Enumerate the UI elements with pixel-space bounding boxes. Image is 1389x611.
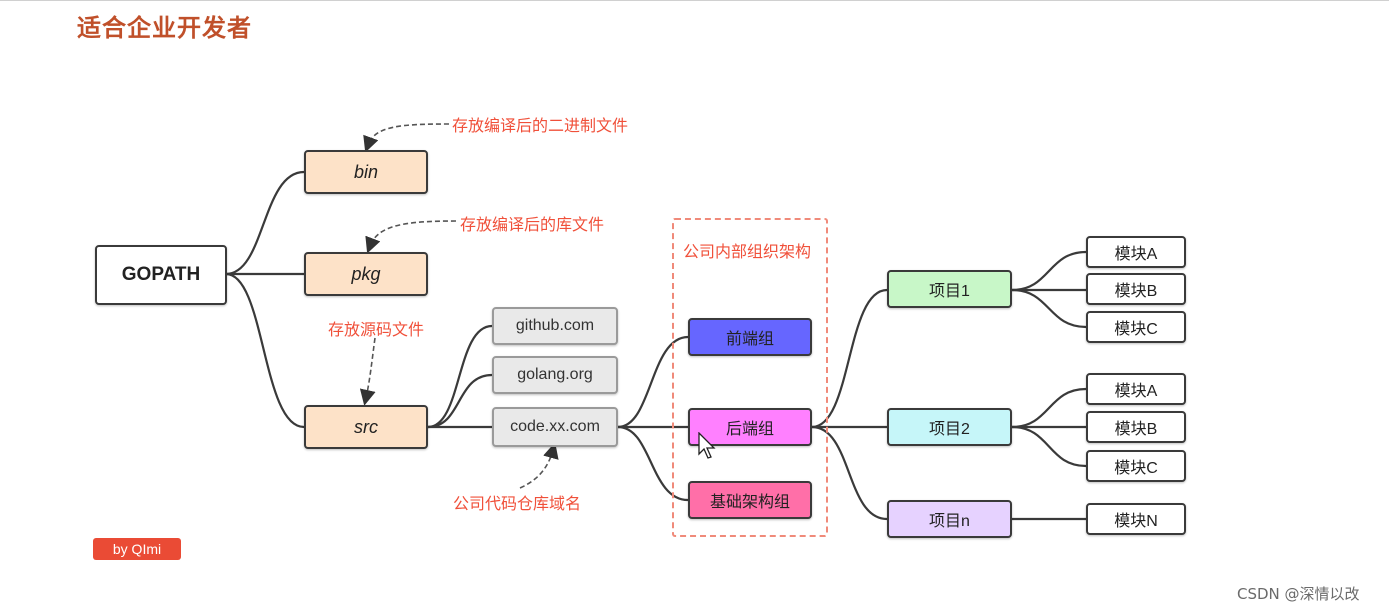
gopath-node: GOPATH bbox=[95, 245, 227, 305]
team-infrastructure: 基础架构组 bbox=[688, 481, 812, 519]
module-p2-a: 模块A bbox=[1086, 373, 1186, 405]
org-note: 公司内部组织架构 bbox=[683, 242, 812, 261]
pkg-node: pkg bbox=[304, 252, 428, 296]
src-node: src bbox=[304, 405, 428, 449]
src-note: 存放源码文件 bbox=[328, 320, 425, 339]
author-badge: by QImi bbox=[93, 538, 181, 560]
top-border bbox=[0, 0, 1389, 1]
domain-node-company: code.xx.com bbox=[492, 407, 618, 447]
team-backend: 后端组 bbox=[688, 408, 812, 446]
bin-node: bin bbox=[304, 150, 428, 194]
project-n: 项目n bbox=[887, 500, 1012, 538]
mouse-cursor-icon bbox=[698, 432, 716, 459]
module-pn-n: 模块N bbox=[1086, 503, 1186, 535]
pkg-note: 存放编译后的库文件 bbox=[460, 215, 605, 234]
module-p2-c: 模块C bbox=[1086, 450, 1186, 482]
domain-node-golang: golang.org bbox=[492, 356, 618, 394]
team-frontend: 前端组 bbox=[688, 318, 812, 356]
org-structure-group bbox=[672, 218, 828, 537]
module-p1-b: 模块B bbox=[1086, 273, 1186, 305]
module-p1-c: 模块C bbox=[1086, 311, 1186, 343]
page-title: 适合企业开发者 bbox=[77, 14, 252, 42]
module-p2-b: 模块B bbox=[1086, 411, 1186, 443]
watermark-text: CSDN @深情以改 bbox=[1237, 585, 1360, 603]
domain-node-github: github.com bbox=[492, 307, 618, 345]
project-1: 项目1 bbox=[887, 270, 1012, 308]
module-p1-a: 模块A bbox=[1086, 236, 1186, 268]
project-2: 项目2 bbox=[887, 408, 1012, 446]
bin-note: 存放编译后的二进制文件 bbox=[452, 116, 629, 135]
domain-note: 公司代码仓库域名 bbox=[453, 494, 582, 513]
